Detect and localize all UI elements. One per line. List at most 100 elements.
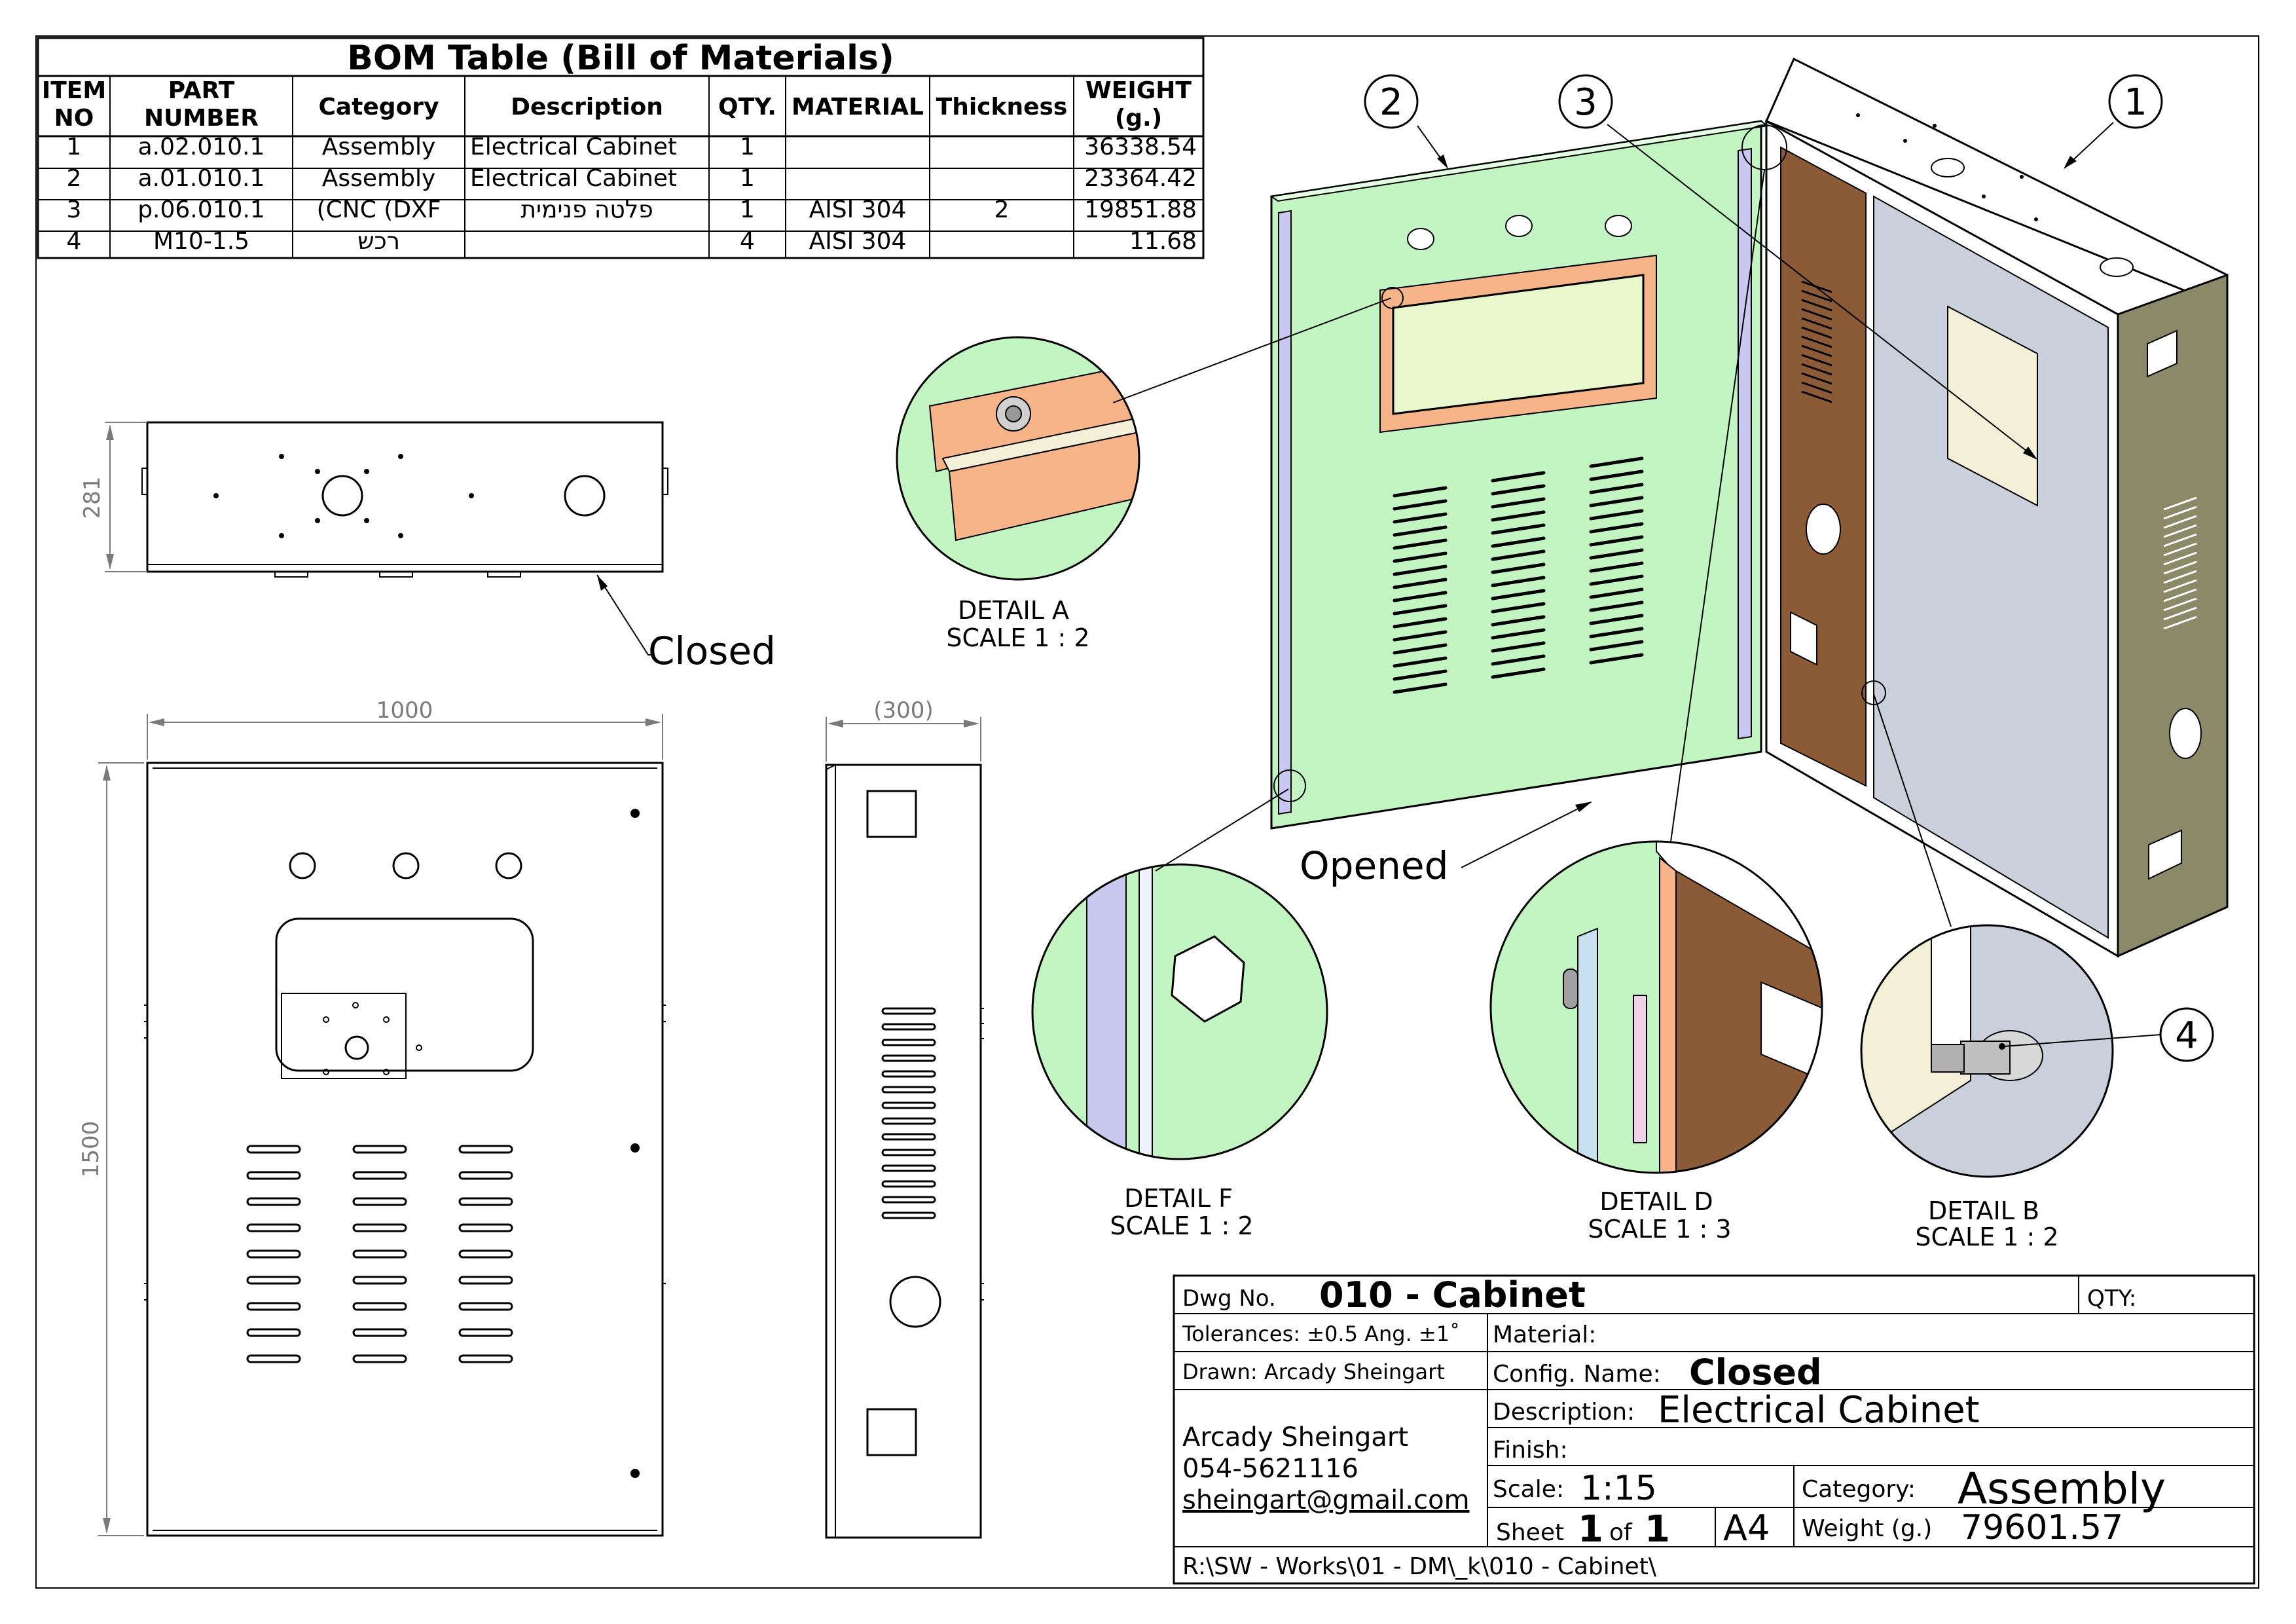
vent-slot [1393,604,1448,616]
vent-slot [1393,512,1448,524]
config-label: Config. Name: [1493,1361,1661,1388]
paper-size: A4 [1723,1507,1770,1549]
bom-title: BOM Table (Bill of Materials) [347,39,894,78]
bom-cell: 23364.42 [1084,165,1197,192]
vent-slot [352,1197,407,1206]
vent-slot [881,1023,936,1031]
weight-label: Weight (g.) [1802,1515,1932,1542]
vent-slot [1393,499,1448,511]
vent-slot [1491,536,1546,548]
vent-slot [1589,640,1644,652]
description-value: Electrical Cabinet [1658,1389,1980,1431]
bom-header: WEIGHT [1085,77,1192,104]
vent-slot [881,1164,936,1172]
vent-slot [2163,606,2197,621]
vent-slot [1589,614,1644,625]
bom-cell: Electrical Cabinet [470,134,677,160]
vent-slot [1589,561,1644,573]
vent-slot [2163,506,2197,520]
sheet-border [35,35,2259,1589]
detail-f-scale: SCALE 1 : 2 [1110,1211,1253,1240]
category-value: Assembly [1958,1464,2166,1514]
bom-cell: Assembly [322,134,436,160]
vent-slot [881,1211,936,1219]
bom-cell: Electrical Cabinet [470,165,677,192]
vent-slot [1801,335,1832,348]
dim-front-width: 1000 [376,697,433,724]
bom-cell: p.06.010.1 [137,196,265,223]
dwg-label: Dwg No. [1182,1285,1276,1312]
vent-slot [2163,579,2197,593]
vent-slot [1589,522,1644,534]
vent-slot [1393,578,1448,589]
vent-slot [246,1223,301,1232]
bom-table: BOM Table (Bill of Materials) ITEMNOPART… [37,37,1205,259]
vent-slot [458,1302,513,1311]
author-email[interactable]: sheingart@gmail.com [1182,1485,1470,1515]
vent-slot [246,1276,301,1285]
vent-slot [1393,617,1448,629]
author-name: Arcady Sheingart [1182,1422,1408,1452]
vent-slot [1491,589,1546,600]
detail-a-scale: SCALE 1 : 2 [946,623,1089,652]
detail-d-scale: SCALE 1 : 3 [1588,1215,1731,1244]
vent-slot [1393,656,1448,668]
vent-slot [352,1354,407,1363]
bom-header: Thickness [936,94,1068,120]
vent-slot [2163,588,2197,602]
balloon-4 [2159,1007,2214,1062]
bom-header: ITEM [42,77,106,104]
vent-slot [458,1145,513,1154]
vent-slot [2163,496,2197,511]
bom-cell: Assembly [322,165,436,192]
bom-header: MATERIAL [792,94,924,120]
vent-slot [1491,576,1546,587]
vent-slot [1801,381,1832,394]
vent-slot [1393,486,1448,498]
isometric-view [1269,57,2229,958]
vent-slot [1589,535,1644,547]
vent-slot [1589,653,1644,665]
svg-text:1: 1 [2124,81,2147,124]
vent-slot [1801,363,1832,376]
finish-label: Finish: [1493,1437,1568,1464]
author-phone: 054-5621116 [1182,1454,1358,1484]
vent-slot [1393,564,1448,576]
detail-f: DETAIL F SCALE 1 : 2 [1031,788,1328,1240]
vent-slot [881,1101,936,1109]
bom-cell: 1 [740,165,755,192]
vent-slot [1801,354,1832,367]
vent-slot [246,1302,301,1311]
vent-slot [2163,542,2197,557]
vent-slot [2163,533,2197,547]
config-value: Closed [1689,1352,1822,1393]
description-label: Description: [1493,1399,1635,1426]
svg-text:(300): (300) [873,697,933,724]
bom-cell: 36338.54 [1084,134,1197,160]
category-label: Category: [1802,1476,1916,1503]
vent-slot [1589,483,1644,494]
vent-slot [1491,510,1546,522]
vent-slot [1393,538,1448,550]
bom-header: NUMBER [144,105,259,132]
sheet-label: Sheet [1496,1519,1564,1546]
vent-slot [1491,667,1546,679]
vent-slot [881,1039,936,1046]
vent-slot [1491,628,1546,640]
vent-slot [1589,470,1644,481]
title-block: Dwg No. 010 - Cabinet QTY: Tolerances: ±… [1173,1274,2255,1585]
vent-slot [1801,317,1832,330]
drawn-by: Drawn: Arcady Sheingart [1182,1359,1445,1384]
vent-slot [1801,326,1832,339]
vent-slot [1491,654,1546,666]
vent-slot [246,1328,301,1337]
vent-slot [2163,616,2197,630]
vent-slot [1491,523,1546,535]
tolerances: Tolerances: ±0.5 Ang. ±1˚ [1182,1321,1460,1346]
scale-label: Scale: [1493,1476,1564,1503]
bom-header: NO [54,105,94,132]
vent-slot [1589,600,1644,612]
vent-slot [1801,372,1832,385]
vent-slot [352,1276,407,1285]
bom-cell: פלטה פנימית [520,196,653,223]
